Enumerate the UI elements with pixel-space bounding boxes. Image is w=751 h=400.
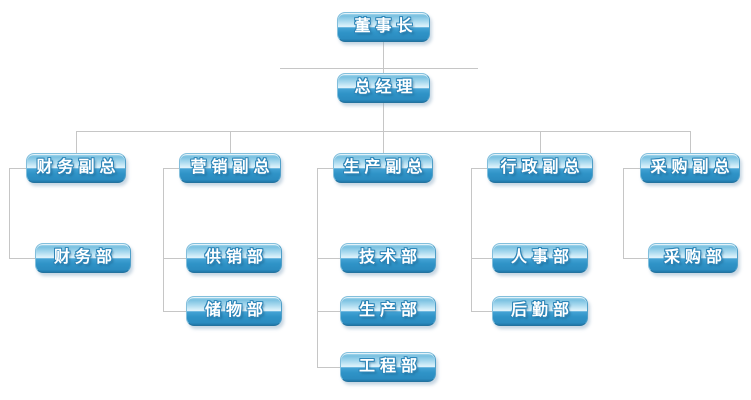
org-node-engineering-dept[interactable]: 工程部 (340, 352, 436, 382)
connector-stub-production-vp (383, 131, 384, 153)
org-node-general-manager[interactable]: 总经理 (337, 73, 430, 103)
connector-stub-admin-vp (540, 131, 541, 153)
org-node-tech-dept[interactable]: 技术部 (340, 243, 436, 273)
org-node-purchasing-vp[interactable]: 采购副总 (640, 153, 740, 183)
connector-engineering-dept (317, 367, 340, 368)
connector-purchasing-branch (623, 168, 640, 169)
connector-marketing-branch (163, 168, 179, 169)
org-node-production-dept[interactable]: 生产部 (340, 296, 436, 326)
connector-stub-finance-vp (76, 131, 77, 153)
org-node-storage-dept[interactable]: 储物部 (186, 296, 282, 326)
connector-hr-dept (471, 258, 492, 259)
connector-stub-purchasing-vp (690, 131, 691, 153)
connector-finance-branch (9, 168, 26, 169)
connector-admin-rail (471, 168, 472, 311)
connector-gm-rail-drop (383, 103, 384, 131)
org-node-hr-dept[interactable]: 人事部 (492, 243, 588, 273)
connector-purchasing-dept (623, 258, 648, 259)
connector-finance-dept (9, 258, 35, 259)
org-node-production-vp[interactable]: 生产副总 (333, 153, 433, 183)
org-node-admin-vp[interactable]: 行政副总 (487, 153, 593, 183)
connector-purchasing-rail (623, 168, 624, 258)
connector-storage-dept (163, 311, 186, 312)
org-node-finance-dept[interactable]: 财务部 (35, 243, 131, 273)
connector-chairman-gm (383, 42, 384, 73)
connector-finance-rail (9, 168, 10, 258)
connector-tech-dept (317, 258, 340, 259)
connector-admin-branch (471, 168, 487, 169)
connector-production-dept (317, 311, 340, 312)
connector-logistics-dept (471, 311, 492, 312)
connector-marketing-rail (163, 168, 164, 311)
org-node-chairman[interactable]: 董事长 (337, 12, 430, 42)
connector-production-rail (317, 168, 318, 367)
org-node-marketing-vp[interactable]: 营销副总 (179, 153, 281, 183)
connector-supply-dept (163, 258, 186, 259)
org-node-logistics-dept[interactable]: 后勤部 (492, 296, 588, 326)
org-node-purchasing-dept[interactable]: 采购部 (648, 243, 738, 273)
connector-gm-crossbar (280, 68, 478, 69)
connector-production-branch (317, 168, 333, 169)
org-node-finance-vp[interactable]: 财务副总 (26, 153, 126, 183)
connector-stub-marketing-vp (230, 131, 231, 153)
org-node-supply-dept[interactable]: 供销部 (186, 243, 282, 273)
